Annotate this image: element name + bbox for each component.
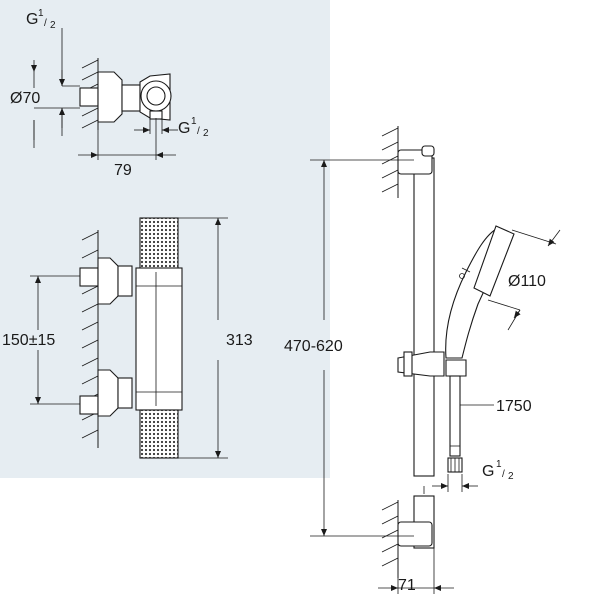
shower-head-face <box>473 225 515 297</box>
thread-hose-slash: / <box>502 469 505 480</box>
pipe-stub-lower <box>79 395 99 415</box>
head-diameter-label: Ø110 <box>508 273 546 290</box>
thread-label-top: G 1 / 2 <box>26 8 56 31</box>
flange-neck <box>121 84 141 112</box>
wall-flange-top <box>97 71 123 123</box>
shower-hose <box>449 375 461 457</box>
thread-label-connector: G 1 / 2 <box>178 116 209 139</box>
thread-conn-letter: G <box>178 120 190 137</box>
pipe-stub-top <box>79 87 99 107</box>
s-union-lower <box>97 369 119 417</box>
projection-label: 71 <box>398 577 416 594</box>
rail-end-cap <box>421 145 435 157</box>
thread-hose-letter: G <box>482 463 494 480</box>
rail-length-label: 470-620 <box>284 338 343 355</box>
thermostat-body <box>135 267 183 411</box>
hose-connector <box>445 359 467 377</box>
hose-nut <box>149 110 163 120</box>
diameter-label: Ø70 <box>10 90 40 107</box>
union-nut-lower <box>117 377 133 409</box>
thread-top-den: 2 <box>50 20 56 31</box>
union-nut-upper <box>117 265 133 297</box>
wall-hatch-rail-bottom <box>381 500 399 578</box>
thread-conn-slash: / <box>197 126 200 137</box>
thread-hose-num: 1 <box>496 459 502 470</box>
holder-ring-inner <box>146 86 166 106</box>
rail-bracket-bottom <box>397 521 433 547</box>
depth-label: 79 <box>114 162 132 179</box>
s-union-upper <box>97 257 119 305</box>
spacing-label: 150±15 <box>2 332 55 349</box>
flow-handle <box>139 409 179 459</box>
thread-label-hose: G 1 / 2 <box>482 459 514 482</box>
thread-top-letter: G <box>26 11 38 28</box>
wall-hatch-rail-top <box>381 126 399 198</box>
mixer-front-view <box>30 217 228 459</box>
thread-conn-den: 2 <box>203 128 209 139</box>
shower-set-view <box>310 126 561 594</box>
wall-hatch-mixer <box>81 230 99 448</box>
thread-conn-num: 1 <box>191 116 197 127</box>
slide-rail <box>413 157 435 477</box>
thread-hose-den: 2 <box>508 471 514 482</box>
temperature-handle <box>139 217 179 271</box>
height-label: 313 <box>226 332 253 349</box>
hose-length-label: 1750 <box>496 398 532 415</box>
thread-top-num: 1 <box>38 8 44 19</box>
slider-knob <box>403 351 413 377</box>
pipe-stub-upper <box>79 267 99 287</box>
thread-top-slash: / <box>44 18 47 29</box>
top-view <box>31 28 178 160</box>
